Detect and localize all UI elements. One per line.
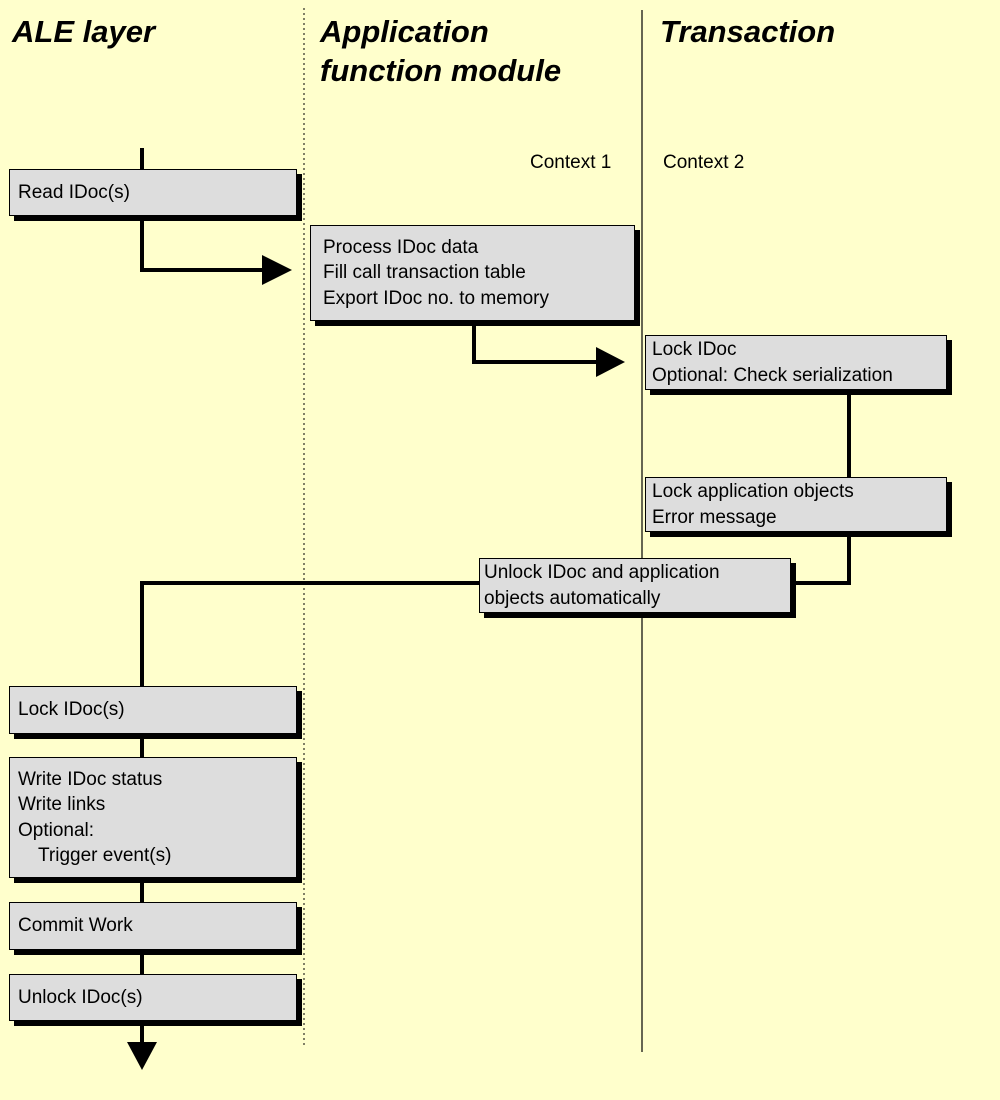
step-text: Process IDoc data [323,236,479,258]
step-lock-application-objects: Lock application objects Error message [645,477,947,532]
step-text: Optional: [18,819,95,841]
step-text: Unlock IDoc and application [484,562,720,583]
flow-line-process-to-lock [472,320,600,364]
arrow-to-lock-idoc [596,347,625,377]
step-unlock-idocs: Unlock IDoc(s) [9,974,297,1021]
step-process-idoc-data: Process IDoc data Fill call transaction … [310,225,635,321]
heading-transaction: Transaction [660,14,836,49]
step-unlock-automatically: Unlock IDoc and application objects auto… [479,558,791,613]
step-text: Unlock IDoc(s) [18,986,143,1008]
step-text: Lock IDoc [652,339,737,360]
step-lock-idocs: Lock IDoc(s) [9,686,297,734]
step-text: Lock IDoc(s) [18,699,125,721]
context-2-label: Context 2 [663,152,745,173]
step-text: Commit Work [18,915,133,937]
step-lock-idoc: Lock IDoc Optional: Check serialization [645,335,947,390]
arrow-exit [127,1042,157,1070]
step-text: Error message [652,506,777,528]
step-text: Read IDoc(s) [18,181,130,203]
step-read-idocs: Read IDoc(s) [9,169,297,216]
step-text: objects automatically [484,587,661,609]
flow-line-read-to-process [140,216,265,272]
step-text: Lock application objects [652,481,854,502]
step-text: Write links [18,794,106,815]
heading-line: Application [320,14,489,49]
heading-line: function module [320,53,562,88]
arrow-to-process [262,255,292,285]
step-text: Fill call transaction table [323,262,526,284]
step-text: Trigger event(s) [38,845,172,866]
context-1-label: Context 1 [530,152,612,173]
step-text: Optional: Check serialization [652,364,893,386]
flow-line-unlock-to-ale [140,581,482,688]
heading-ale-layer: ALE layer [12,14,156,49]
flow-line-lock-objects-to-unlock [790,532,851,585]
step-text: Write IDoc status [18,768,163,790]
step-text: Export IDoc no. to memory [323,287,549,309]
heading-application-function-module: Application function module [320,12,561,90]
step-commit-work: Commit Work [9,902,297,950]
step-write-idoc-status: Write IDoc status Write links Optional: … [9,757,297,878]
